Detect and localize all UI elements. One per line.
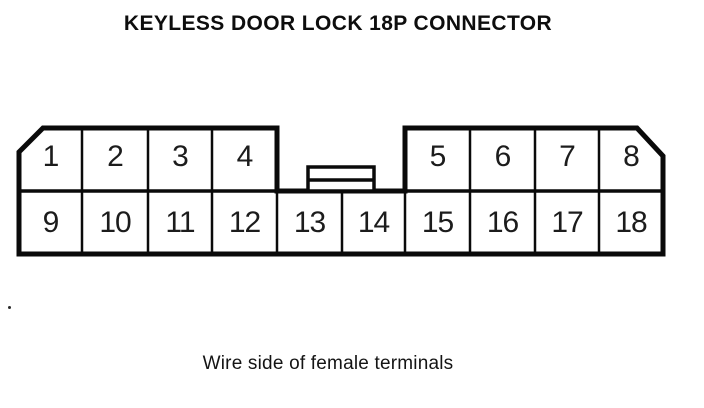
- scan-artifact-dot: [8, 306, 11, 309]
- top-row-grid-lines: [80, 128, 601, 191]
- pin-cell-18: 18: [615, 205, 647, 239]
- pin-cell-5: 5: [429, 139, 447, 173]
- pin-cell-16: 16: [486, 205, 519, 239]
- pin-cell-13: 13: [293, 205, 326, 239]
- wire-side-caption: Wire side of female terminals: [202, 353, 454, 374]
- pin-cell-17: 17: [551, 205, 583, 239]
- pin-cell-12: 12: [228, 205, 261, 239]
- pin-cell-2: 2: [107, 139, 124, 173]
- pin-cell-4: 4: [236, 139, 254, 173]
- pin-cell-14: 14: [357, 205, 390, 239]
- pin-cell-3: 3: [172, 139, 189, 173]
- pin-cell-7: 7: [559, 139, 576, 173]
- pin-cell-8: 8: [623, 139, 640, 173]
- pin-cell-11: 11: [165, 205, 195, 239]
- pin-cell-15: 15: [421, 205, 454, 239]
- pin-cell-1: 1: [42, 139, 60, 173]
- pin-cell-6: 6: [494, 139, 512, 173]
- pin-cell-9: 9: [42, 205, 60, 239]
- pin-cell-10: 10: [99, 205, 131, 239]
- diagram-title: KEYLESS DOOR LOCK 18P CONNECTOR: [123, 12, 553, 35]
- bottom-row-grid-lines: [80, 191, 601, 254]
